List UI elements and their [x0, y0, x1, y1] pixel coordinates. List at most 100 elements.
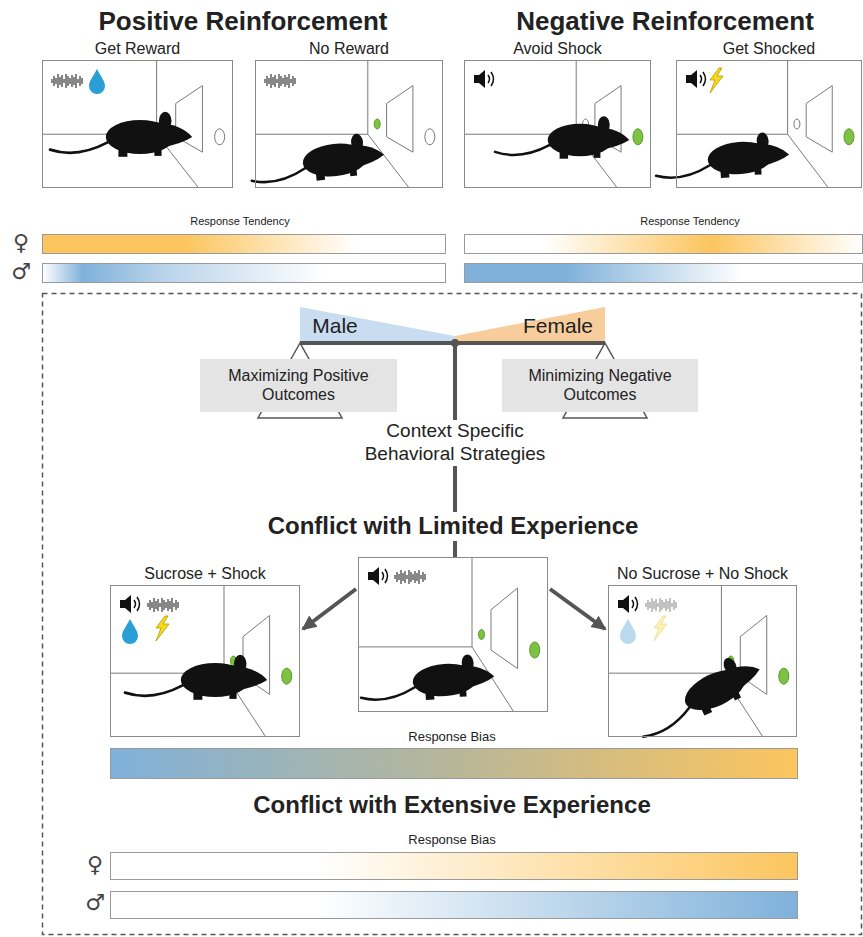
arena-panel: Get Shocked	[676, 60, 862, 188]
speaker-waves	[382, 569, 388, 583]
floor-edge	[255, 134, 368, 135]
waveform-stroke	[158, 599, 159, 611]
mouse-ear	[350, 133, 364, 151]
waveform-stroke	[666, 599, 667, 611]
speaker-icon	[686, 70, 706, 88]
arrow-connector	[303, 589, 356, 629]
waveform-stroke	[168, 599, 169, 611]
mouse-tail	[656, 165, 711, 179]
nose-port	[374, 119, 380, 129]
speaker-icon	[618, 595, 638, 613]
waveform-stroke	[78, 79, 79, 83]
mouse-foot	[229, 691, 236, 699]
mouse-tail	[251, 168, 306, 183]
nose-port	[530, 642, 540, 658]
mouse-tail	[495, 145, 549, 155]
panel-heading: Get Shocked	[723, 39, 816, 58]
waveform-stroke	[425, 574, 426, 580]
waveform-stroke	[423, 572, 424, 582]
speaker-waves	[700, 72, 706, 86]
waveform-stroke	[652, 598, 653, 612]
wall-edge	[721, 585, 722, 673]
response-bar	[43, 235, 446, 254]
waveform-stroke	[415, 571, 416, 583]
panel-heading: Get Reward	[95, 39, 180, 58]
speaker-icon	[368, 567, 388, 585]
response-bar	[465, 235, 863, 254]
water-drop	[89, 69, 105, 94]
arena-panel: Avoid Shock	[464, 60, 651, 188]
mouse-foot	[594, 150, 601, 158]
response-bar	[111, 749, 798, 779]
lever-box	[387, 86, 413, 153]
section-title: Conflict with Extensive Experience	[253, 791, 650, 820]
waveform-stroke	[660, 598, 661, 612]
sex-symbol: ♂	[11, 259, 31, 285]
mouse-tail	[361, 687, 416, 701]
waveform-stroke	[401, 570, 402, 584]
waveform-stroke	[419, 570, 420, 584]
waveform-stroke	[658, 603, 659, 607]
waveform-stroke	[271, 74, 272, 88]
waveform-stroke	[291, 79, 292, 83]
waveform-stroke	[176, 600, 177, 610]
arena-panel: No Reward	[255, 60, 443, 188]
waveform-stroke	[417, 573, 418, 581]
mouse-foot	[350, 168, 358, 176]
nose-port	[779, 668, 789, 684]
shock-bolt	[654, 616, 667, 641]
nose-port	[633, 129, 643, 145]
wall-edge	[472, 557, 473, 647]
waveform-stroke	[62, 75, 63, 87]
waveform-stroke	[170, 601, 171, 609]
response-bar	[43, 264, 446, 283]
arena-panel: Conflict with Limited Experience	[358, 557, 548, 712]
bar-caption: Response Tendency	[640, 215, 739, 228]
waveform-stroke	[154, 598, 155, 612]
wall-edge	[224, 585, 225, 673]
mouse-foot	[459, 689, 466, 697]
waveform-stroke	[166, 602, 167, 608]
shock-bolt	[710, 68, 723, 93]
mouse-ear	[234, 655, 247, 673]
mouse-silhouette	[628, 648, 768, 743]
wall-edge	[787, 60, 788, 134]
waveform-stroke	[395, 575, 396, 579]
waveform-stroke	[411, 572, 412, 582]
nose-port	[479, 630, 485, 640]
speaker-icon	[474, 70, 494, 88]
waveform-stroke	[648, 600, 649, 610]
waveform-stroke	[407, 575, 408, 579]
mouse-foot	[732, 691, 741, 701]
floor-edge	[676, 134, 788, 135]
mouse-foot	[193, 693, 202, 700]
panel-heading: Avoid Shock	[513, 39, 602, 58]
waveform-icon	[265, 74, 295, 88]
waveform-stroke	[76, 74, 77, 88]
sex-symbol: ♂	[85, 890, 105, 916]
waveform-stroke	[160, 603, 161, 607]
waveform-stroke	[178, 602, 179, 608]
scale-pivot	[451, 339, 459, 347]
mouse-foot	[702, 706, 713, 716]
waveform-stroke	[664, 602, 665, 608]
speaker-body	[686, 70, 697, 88]
waveform-stroke	[150, 600, 151, 610]
waveform-stroke	[281, 76, 282, 86]
waveform-stroke	[656, 599, 657, 611]
waveform-stroke	[68, 76, 69, 86]
waveform-icon	[148, 598, 178, 612]
waveform-stroke	[269, 78, 270, 84]
waveform-stroke	[56, 78, 57, 84]
waveform-stroke	[54, 76, 55, 86]
waveform-stroke	[60, 77, 61, 85]
scale-caption: Context Specific Behavioral Strategies	[348, 420, 562, 466]
waveform-stroke	[172, 598, 173, 612]
waveform-stroke	[293, 76, 294, 86]
floor-edge	[608, 673, 721, 674]
waveform-stroke	[405, 571, 406, 583]
speaker-body	[474, 70, 485, 88]
nose-port	[844, 129, 854, 145]
wall-edge	[367, 60, 368, 134]
waveform-stroke	[285, 75, 286, 87]
